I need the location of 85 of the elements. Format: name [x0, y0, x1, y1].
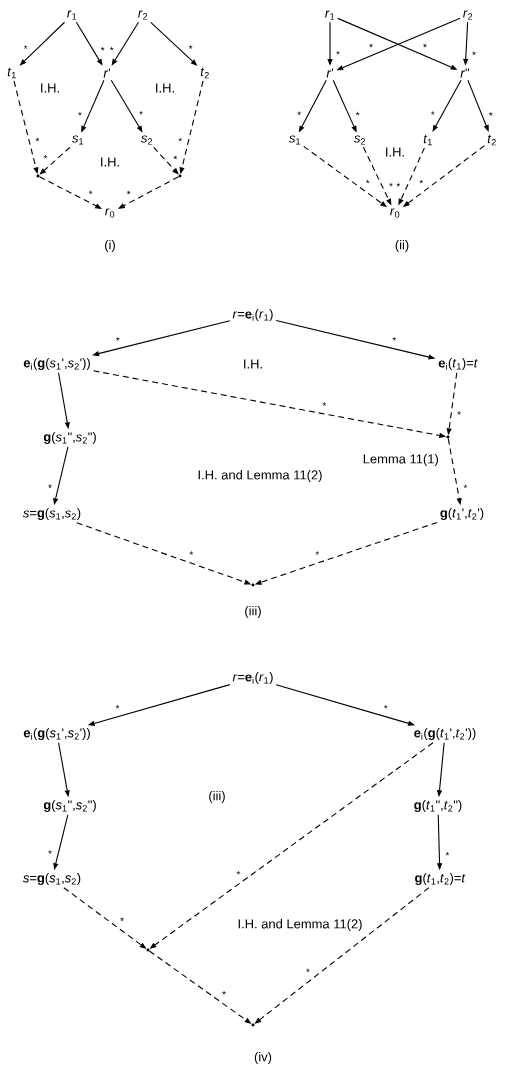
term-label: t$_{2}$	[200, 67, 209, 79]
term-label: e$_{i}$(g(s$_{1}$',s$_{2}$'))	[23, 727, 90, 741]
edge-label: *	[444, 851, 450, 860]
edge-label: *	[100, 46, 106, 55]
edge-label: *	[335, 50, 341, 59]
edge-label: *	[43, 154, 48, 163]
term-label: r$_{0}$	[105, 208, 115, 218]
edge-label: *	[365, 179, 371, 188]
edge-label: *	[119, 916, 125, 925]
dashed-arrow	[153, 146, 179, 175]
edge-label: *	[235, 870, 241, 879]
region-label: I.H. and Lemma 11(2)	[236, 917, 364, 933]
term-label: s=g(s$_{1}$,s$_{2}$)	[22, 507, 81, 521]
term-label: s$_{1}$	[72, 135, 84, 145]
edge-label: *	[47, 483, 53, 492]
edge-label: *	[314, 550, 320, 559]
edge-label: *	[430, 110, 436, 119]
edge-label: *	[77, 111, 83, 120]
edge-label: *	[115, 704, 120, 713]
region-label: I.H.	[383, 146, 407, 158]
edge-label: *	[391, 336, 397, 345]
edge-label: *	[305, 968, 311, 976]
arrow	[432, 79, 462, 132]
term-label: g(t$_{1}$",t$_{2}$")	[414, 799, 462, 813]
term-label: r=e$_{i}$(r$_{1}$)	[232, 308, 273, 322]
term-label: r$_{2}$	[138, 10, 148, 20]
arrow	[111, 21, 140, 66]
edge-label: *	[388, 182, 394, 191]
edge-label: *	[296, 110, 302, 119]
term-label: r'	[326, 68, 333, 78]
edge-label: *	[188, 44, 194, 53]
panel-caption: (ii)	[393, 239, 411, 254]
edge-label: *	[462, 484, 468, 492]
edge-label: *	[221, 990, 227, 999]
edge-label: *	[109, 46, 115, 55]
edge-label: *	[88, 190, 94, 198]
edge-label: *	[115, 336, 121, 345]
term-label: t$_{1}$	[423, 134, 432, 146]
edge-label: *	[23, 44, 29, 53]
term-label: e$_{i}$(g(s$_{1}$',s$_{2}$'))	[23, 357, 90, 371]
term-label: g(s$_{1}$",s$_{2}$")	[43, 799, 96, 813]
term-label: r$_{2}$	[463, 10, 473, 20]
edge-label: *	[126, 190, 132, 198]
edge-label: *	[422, 43, 428, 52]
term-label: g(t$_{1}$',t$_{2}$')	[440, 507, 484, 521]
edge-label: *	[188, 550, 194, 559]
term-label: t$_{2}$	[487, 134, 496, 146]
term-label: s$_{2}$	[354, 135, 366, 145]
edge-label: *	[456, 410, 462, 419]
region-label: I.H.	[98, 156, 122, 168]
edge-label: *	[418, 179, 424, 188]
term-label: s=g(s$_{1}$,s$_{2}$)	[22, 872, 81, 886]
edge-label: *	[321, 401, 327, 410]
edge-label: *	[138, 110, 144, 119]
edge-label: *	[177, 137, 183, 146]
edge-label: *	[383, 704, 389, 713]
edge-label: *	[395, 182, 401, 191]
term-label: r$_{1}$	[325, 10, 335, 20]
panel-caption: (iii)	[207, 789, 227, 805]
edge-label: *	[488, 111, 494, 120]
edge-label: *	[355, 111, 361, 120]
term-label: s$_{2}$	[141, 135, 153, 145]
term-label: r$_{1}$	[67, 10, 77, 20]
term-label: t$_{1}$	[7, 67, 16, 79]
term-label: e$_{i}$(g(t$_{1}$',t$_{2}$'))	[414, 727, 476, 741]
edge-label: *	[47, 849, 53, 858]
term-label: g(s$_{1}$",s$_{2}$")	[43, 431, 96, 445]
edge-label: *	[172, 155, 178, 163]
region-label: I.H.	[153, 82, 177, 94]
term-label: r=e$_{i}$(r$_{1}$)	[232, 671, 273, 685]
arrow	[467, 79, 489, 132]
region-label: I.H.	[241, 358, 265, 370]
region-label: I.H. and Lemma 11(2)	[196, 469, 324, 484]
term-label: g(t$_{1}$,t$_{2}$)=t	[415, 872, 466, 886]
term-label: r"	[460, 68, 470, 78]
region-label: I.H.	[38, 82, 62, 94]
edge-label: *	[471, 50, 477, 59]
term-label: s$_{1}$	[289, 135, 301, 145]
term-label: e$_{i}$(t$_{1}$)=t	[438, 357, 478, 371]
term-label: r'	[103, 68, 110, 78]
edge-label: *	[35, 137, 40, 145]
edge-label: *	[368, 43, 374, 51]
term-label: r$_{0}$	[390, 208, 400, 218]
dashed-arrow	[39, 146, 71, 175]
panel-caption: (i)	[103, 239, 117, 254]
